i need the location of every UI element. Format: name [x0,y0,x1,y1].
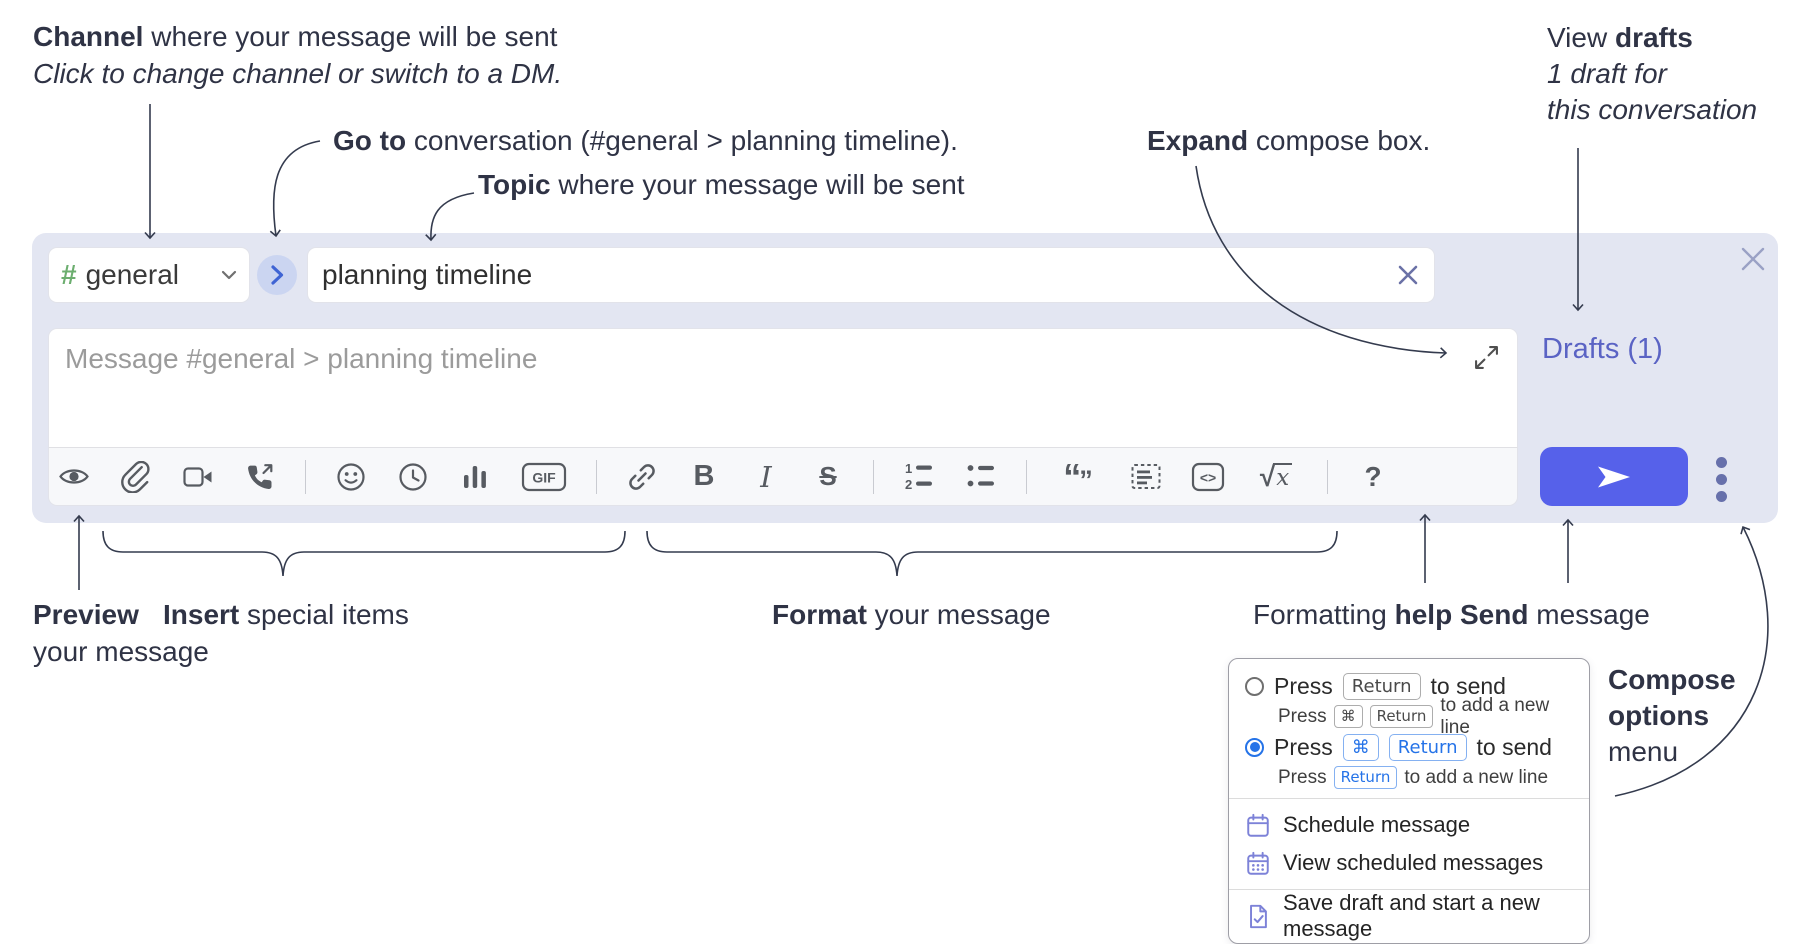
arrow-to-goto [269,140,321,238]
svg-text:2: 2 [905,477,912,492]
spoiler-icon[interactable] [1129,457,1163,497]
message-area [48,328,1518,447]
clear-topic-icon[interactable] [1397,264,1419,286]
cmd-key: ⌘ [1342,733,1379,761]
send-icon [1598,466,1630,487]
svg-text:<>: <> [1200,469,1216,485]
bold-icon[interactable]: B [687,457,721,497]
menu-item-schedule-message[interactable]: Schedule message [1245,806,1573,844]
view-drafts-note: View drafts 1 draft for this conversatio… [1547,22,1758,125]
toolbar-divider [596,459,597,494]
send-shortcut-option-cmd-return-hint: Press Return to add a new line [1278,766,1549,789]
calendar-grid-icon [1247,851,1269,875]
insert-note: Insert special items [163,599,409,630]
send-shortcut-option-cmd-return[interactable]: Press ⌘ Return to send [1245,730,1573,764]
toolbar-divider [1327,459,1328,494]
format-brace [646,530,1338,577]
expand-note: Expand compose box. [1147,125,1431,156]
radio-unselected[interactable] [1245,676,1264,696]
code-icon[interactable]: <> [1191,457,1225,497]
format-note: Format your message [772,599,1051,630]
link-icon[interactable] [625,457,659,497]
menu-item-save-draft[interactable]: Save draft and start a new message [1245,890,1573,941]
channel-name: general [85,259,179,290]
channel-selector[interactable]: # general [48,247,250,303]
goto-note: Go to conversation (#general > planning … [333,125,958,156]
compose-options-menu: Press Return to send Press ⌘ Return to a… [1228,658,1590,944]
attach-file-icon[interactable] [119,457,153,497]
return-key: Return [1333,766,1398,789]
svg-text:GIF: GIF [532,469,556,485]
channel-hash-icon: # [61,259,77,290]
chevron-right-icon [271,265,284,285]
math-icon[interactable]: √x [1253,457,1299,497]
toolbar-divider [305,459,306,494]
compose-options-note: Compose options menu [1608,664,1736,767]
video-call-icon[interactable] [181,457,215,497]
channel-note: Channel where your message will be sent … [33,21,563,89]
calendar-icon [1247,813,1269,837]
expand-compose-icon[interactable] [1474,345,1499,370]
radio-selected[interactable] [1245,737,1264,757]
return-key: Return [1369,705,1434,728]
poll-icon[interactable] [458,457,492,497]
menu-divider [1229,889,1589,890]
send-shortcut-option-return[interactable]: Press Return to send [1245,669,1573,703]
svg-text:1: 1 [905,461,912,476]
toolbar-divider [873,459,874,494]
preview-note: Preview your message [33,599,209,667]
italic-icon[interactable]: I [749,457,783,497]
topic-field [307,247,1435,303]
topic-note: Topic where your message will be sent [478,169,965,200]
insert-brace [102,530,626,577]
compose-options-button[interactable] [1714,457,1728,508]
emoji-icon[interactable] [334,457,368,497]
toolbar-divider [1026,459,1027,494]
menu-divider [1229,798,1589,799]
strikethrough-icon[interactable]: S [811,457,845,497]
return-key: Return [1342,672,1421,700]
global-time-icon[interactable] [396,457,430,497]
topic-input[interactable] [307,247,1435,303]
bulleted-list-icon[interactable] [964,457,998,497]
go-to-conversation-button[interactable] [257,255,297,295]
menu-item-view-scheduled-messages[interactable]: View scheduled messages [1245,844,1573,882]
chevron-down-icon [221,270,237,280]
message-formatting-help-icon[interactable]: ? [1356,457,1390,497]
message-input[interactable] [49,329,1517,447]
gif-icon[interactable]: GIF [520,457,568,497]
close-compose-icon[interactable] [1740,246,1766,272]
voice-call-icon[interactable] [243,457,277,497]
send-button[interactable] [1540,447,1688,506]
cmd-key: ⌘ [1333,705,1363,728]
drafts-link[interactable]: Drafts (1) [1542,333,1663,365]
return-key: Return [1388,733,1467,761]
send-shortcut-option-return-hint: Press ⌘ Return to add a new line [1278,694,1550,738]
send-message-note: Send message [1460,599,1650,630]
formatting-help-note: Formatting help [1253,599,1453,630]
compose-box: # general [32,233,1778,523]
draft-file-check-icon [1250,904,1267,928]
preview-icon[interactable] [57,457,91,497]
quote-icon[interactable]: “” [1055,456,1101,497]
